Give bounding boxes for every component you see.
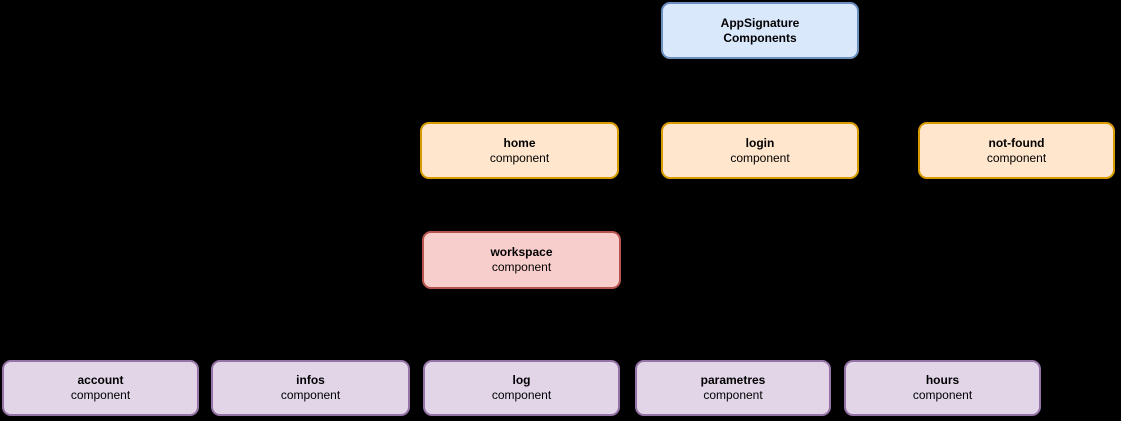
node-infos-component[interactable]: infos component — [211, 360, 410, 416]
node-title: home — [503, 135, 536, 150]
node-subtitle: component — [491, 388, 552, 402]
node-subtitle: component — [703, 388, 763, 402]
node-title: log — [512, 373, 531, 387]
node-parametres-component[interactable]: parametres component — [635, 360, 831, 416]
node-not-found-component[interactable]: not-found component — [918, 122, 1115, 179]
node-subtitle: component — [912, 388, 973, 402]
node-subtitle: component — [280, 388, 341, 402]
node-title: AppSignature Components — [720, 15, 800, 45]
node-home-component[interactable]: home component — [420, 122, 619, 179]
node-subtitle: component — [70, 388, 131, 402]
node-subtitle: component — [491, 260, 552, 274]
node-title: hours — [925, 373, 960, 387]
node-account-component[interactable]: account component — [2, 360, 199, 416]
node-log-component[interactable]: log component — [423, 360, 620, 416]
node-title: login — [745, 135, 775, 150]
node-title: parametres — [700, 373, 766, 387]
node-login-component[interactable]: login component — [661, 122, 859, 179]
node-title: workspace — [490, 245, 553, 259]
node-subtitle: component — [730, 150, 790, 165]
node-title: not-found — [988, 135, 1045, 150]
node-hours-component[interactable]: hours component — [844, 360, 1041, 416]
node-subtitle: component — [489, 150, 550, 165]
node-subtitle: component — [986, 150, 1047, 165]
node-workspace-component[interactable]: workspace component — [422, 231, 621, 289]
node-appsignature-components[interactable]: AppSignature Components — [661, 2, 859, 59]
node-title: account — [77, 373, 124, 387]
node-title: infos — [296, 373, 325, 387]
